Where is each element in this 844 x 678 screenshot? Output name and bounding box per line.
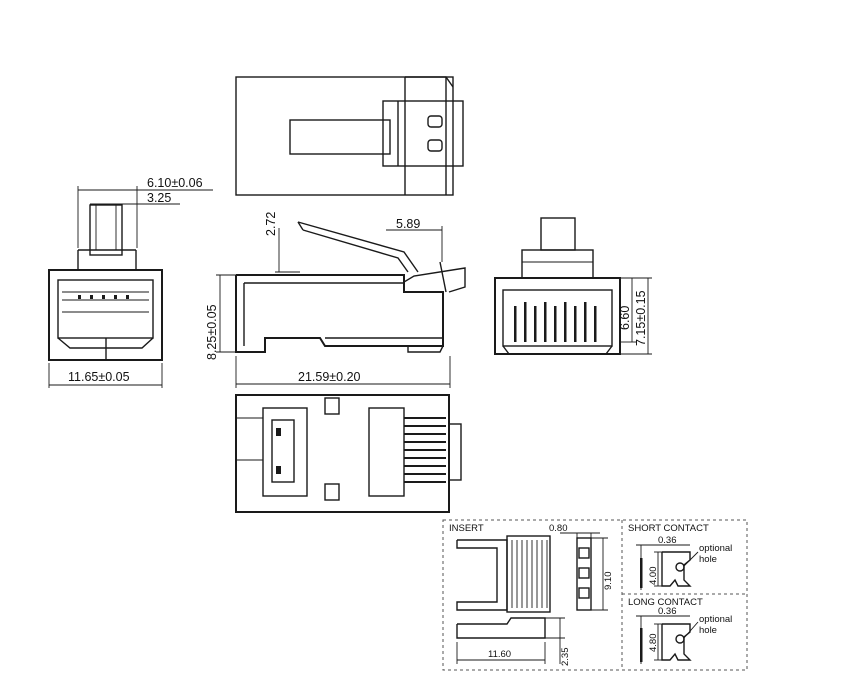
short-contact-detail: SHORT CONTACT 0.36 4.00 optional hole — [628, 523, 732, 590]
insert-dim-height: 9.10 — [603, 572, 614, 591]
long-contact-note-line1: optional — [699, 614, 732, 625]
insert-dim-thickness: 0.80 — [549, 523, 568, 534]
top-view — [235, 76, 464, 196]
insert-slots — [511, 540, 548, 608]
short-contact-title: SHORT CONTACT — [628, 523, 709, 534]
bottom-contact-lines — [404, 417, 446, 483]
end-view: 6.60 7.15±0.15 — [494, 217, 652, 355]
long-contact-detail: LONG CONTACT 0.36 4.80 optional hole — [628, 597, 732, 664]
insert-dim-depth: 2.35 — [560, 648, 571, 667]
short-contact-note-line2: hole — [699, 554, 717, 565]
insert-detail: INSERT 0.80 9.10 11.60 — [449, 523, 614, 666]
dim-side-height: 8.25±0.05 — [205, 304, 219, 360]
long-contact-note-line2: hole — [699, 625, 717, 636]
long-contact-title: LONG CONTACT — [628, 597, 703, 608]
front-contact-marks — [78, 295, 129, 299]
dim-end-height-inner: 6.60 — [618, 306, 632, 330]
dim-end-height-outer: 7.15±0.15 — [634, 290, 648, 346]
long-contact-dim-height: 4.80 — [648, 634, 659, 653]
insert-dim-length: 11.60 — [488, 649, 511, 660]
dim-latch-height: 2.72 — [264, 212, 278, 236]
dim-top-width-inner: 3.25 — [147, 191, 171, 205]
short-contact-note-line1: optional — [699, 543, 732, 554]
bottom-view — [235, 394, 462, 513]
long-contact-dim-width: 0.36 — [658, 606, 677, 617]
end-contact-pins — [514, 302, 597, 342]
side-view: 2.72 5.89 8.25±0.05 21.59±0.20 — [205, 212, 466, 388]
detail-panels — [442, 519, 748, 671]
short-contact-dim-width: 0.36 — [658, 535, 677, 546]
insert-end-marks — [578, 547, 590, 599]
dim-latch-length: 5.89 — [396, 217, 420, 231]
front-view: 6.10±0.06 3.25 11.65±0.05 — [48, 176, 213, 388]
dim-top-width-outer: 6.10±0.06 — [147, 176, 203, 190]
insert-title: INSERT — [449, 523, 484, 534]
dim-front-width: 11.65±0.05 — [68, 370, 130, 384]
dim-side-length: 21.59±0.20 — [298, 370, 361, 384]
short-contact-dim-height: 4.00 — [648, 567, 659, 586]
